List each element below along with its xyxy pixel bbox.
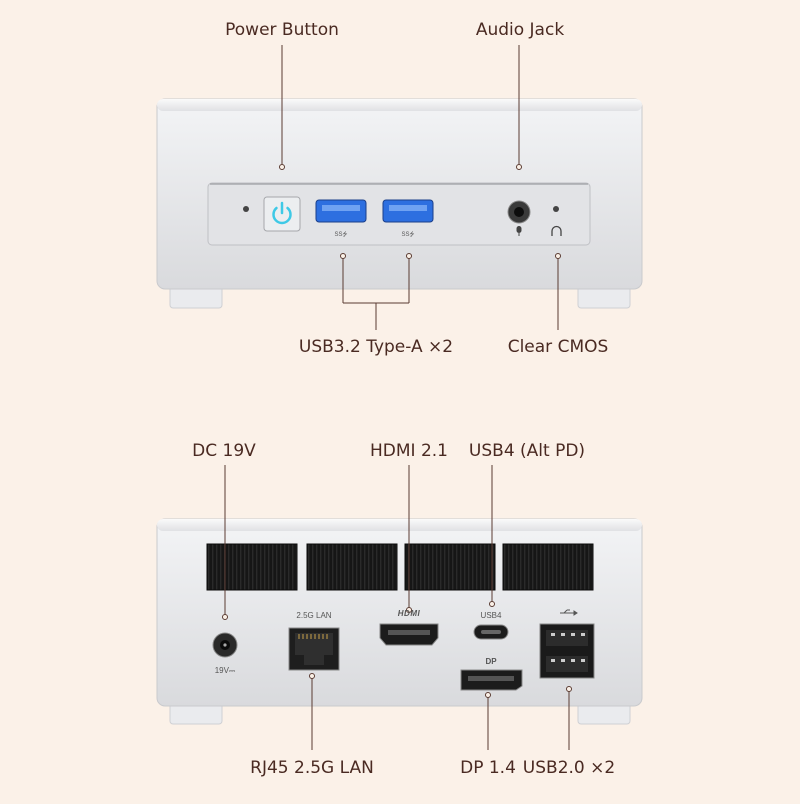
front-top-edge: [157, 99, 642, 111]
audio-jack-label: Audio Jack: [475, 20, 565, 40]
rear-callout-dots: [222, 601, 572, 698]
microphone-icon: [516, 226, 522, 236]
rj45-label: RJ45 2.5G LAN: [250, 758, 374, 778]
vent-2: [306, 543, 398, 591]
usb32-label: USB3.2 Type-A ×2: [298, 337, 454, 357]
usb32-port-2[interactable]: [382, 199, 434, 223]
usb32-marking-2: SS⭍: [401, 230, 414, 238]
usb-icon: [560, 609, 578, 616]
front-callout-lines: [281, 45, 559, 330]
dc-marking: 19V⎓: [214, 666, 236, 675]
usb32-marking-1: SS⭍: [334, 230, 347, 238]
dp-label: DP 1.4: [460, 758, 516, 778]
power-button-label: Power Button: [225, 20, 339, 40]
dc-jack-port[interactable]: [212, 632, 238, 658]
rear-top-edge: [157, 519, 642, 531]
power-icon: [272, 201, 292, 225]
dp-marking: DP: [485, 657, 497, 666]
front-unit: SS⭍ SS⭍: [156, 45, 643, 330]
power-button[interactable]: [263, 196, 301, 232]
vent-1: [206, 543, 298, 591]
usb20-ports[interactable]: [539, 623, 595, 679]
dp-port[interactable]: [460, 669, 523, 691]
usb20-label: USB2.0 ×2: [522, 758, 616, 778]
usb4-label: USB4 (Alt PD): [468, 441, 586, 461]
front-callout-dots: [279, 164, 561, 259]
vent-3: [404, 543, 496, 591]
usb32-port-1[interactable]: [315, 199, 367, 223]
audio-jack[interactable]: [507, 200, 531, 224]
rear-callout-lines: [224, 465, 570, 750]
usb4-marking: USB4: [480, 611, 502, 620]
clear-cmos-label: Clear CMOS: [507, 337, 609, 357]
hdmi-marking: HDMI: [397, 609, 421, 618]
headphone-icon: [551, 225, 562, 236]
clear-cmos-pinhole[interactable]: [553, 206, 559, 212]
hdmi-port[interactable]: [379, 623, 439, 646]
hdmi-label: HDMI 2.1: [370, 441, 448, 461]
usb4-port[interactable]: [473, 624, 509, 640]
rear-unit: [156, 465, 643, 750]
status-led: [243, 206, 249, 212]
vent-4: [502, 543, 594, 591]
rj45-port[interactable]: [288, 627, 340, 671]
lan-marking: 2.5G LAN: [296, 611, 332, 620]
dc-label: DC 19V: [192, 441, 256, 461]
